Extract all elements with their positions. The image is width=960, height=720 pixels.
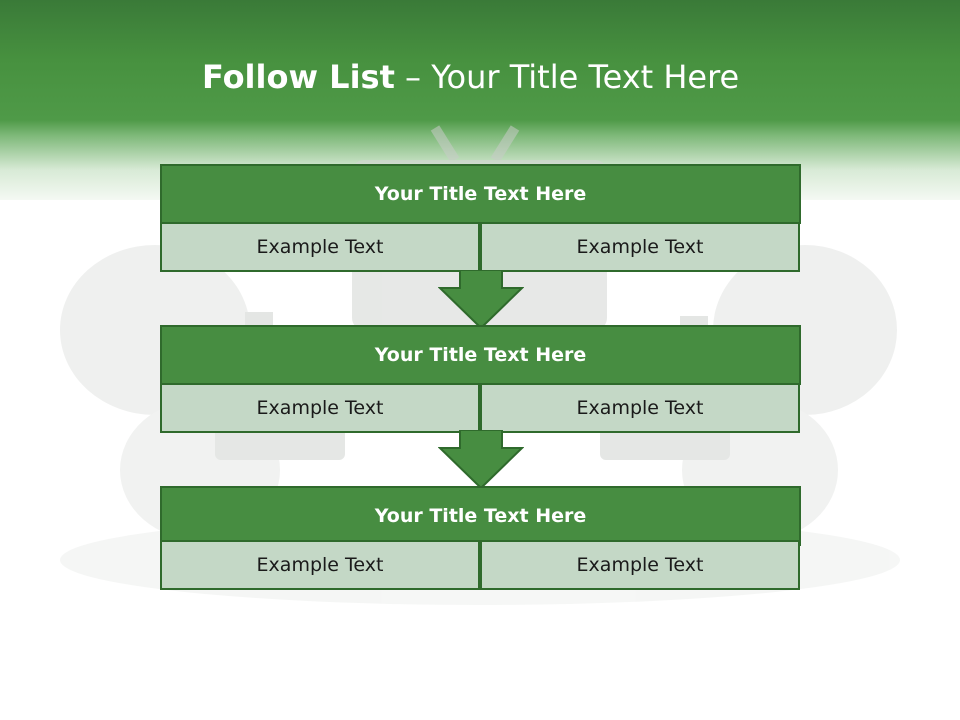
down-arrow-icon: [438, 430, 524, 490]
row-cell-right: Example Text: [480, 383, 800, 433]
row-title: Your Title Text Here: [160, 486, 801, 546]
row-cell-left: Example Text: [160, 540, 480, 590]
slide-title-bold: Follow List: [202, 58, 395, 96]
slide-title: Follow List – Your Title Text Here: [202, 52, 739, 102]
row-title: Your Title Text Here: [160, 164, 801, 224]
slide-title-rest: – Your Title Text Here: [394, 58, 740, 96]
down-arrow-icon: [438, 270, 524, 330]
row-cell-right: Example Text: [480, 222, 800, 272]
row-cell-left: Example Text: [160, 222, 480, 272]
row-title: Your Title Text Here: [160, 325, 801, 385]
row-cell-left: Example Text: [160, 383, 480, 433]
row-cell-right: Example Text: [480, 540, 800, 590]
